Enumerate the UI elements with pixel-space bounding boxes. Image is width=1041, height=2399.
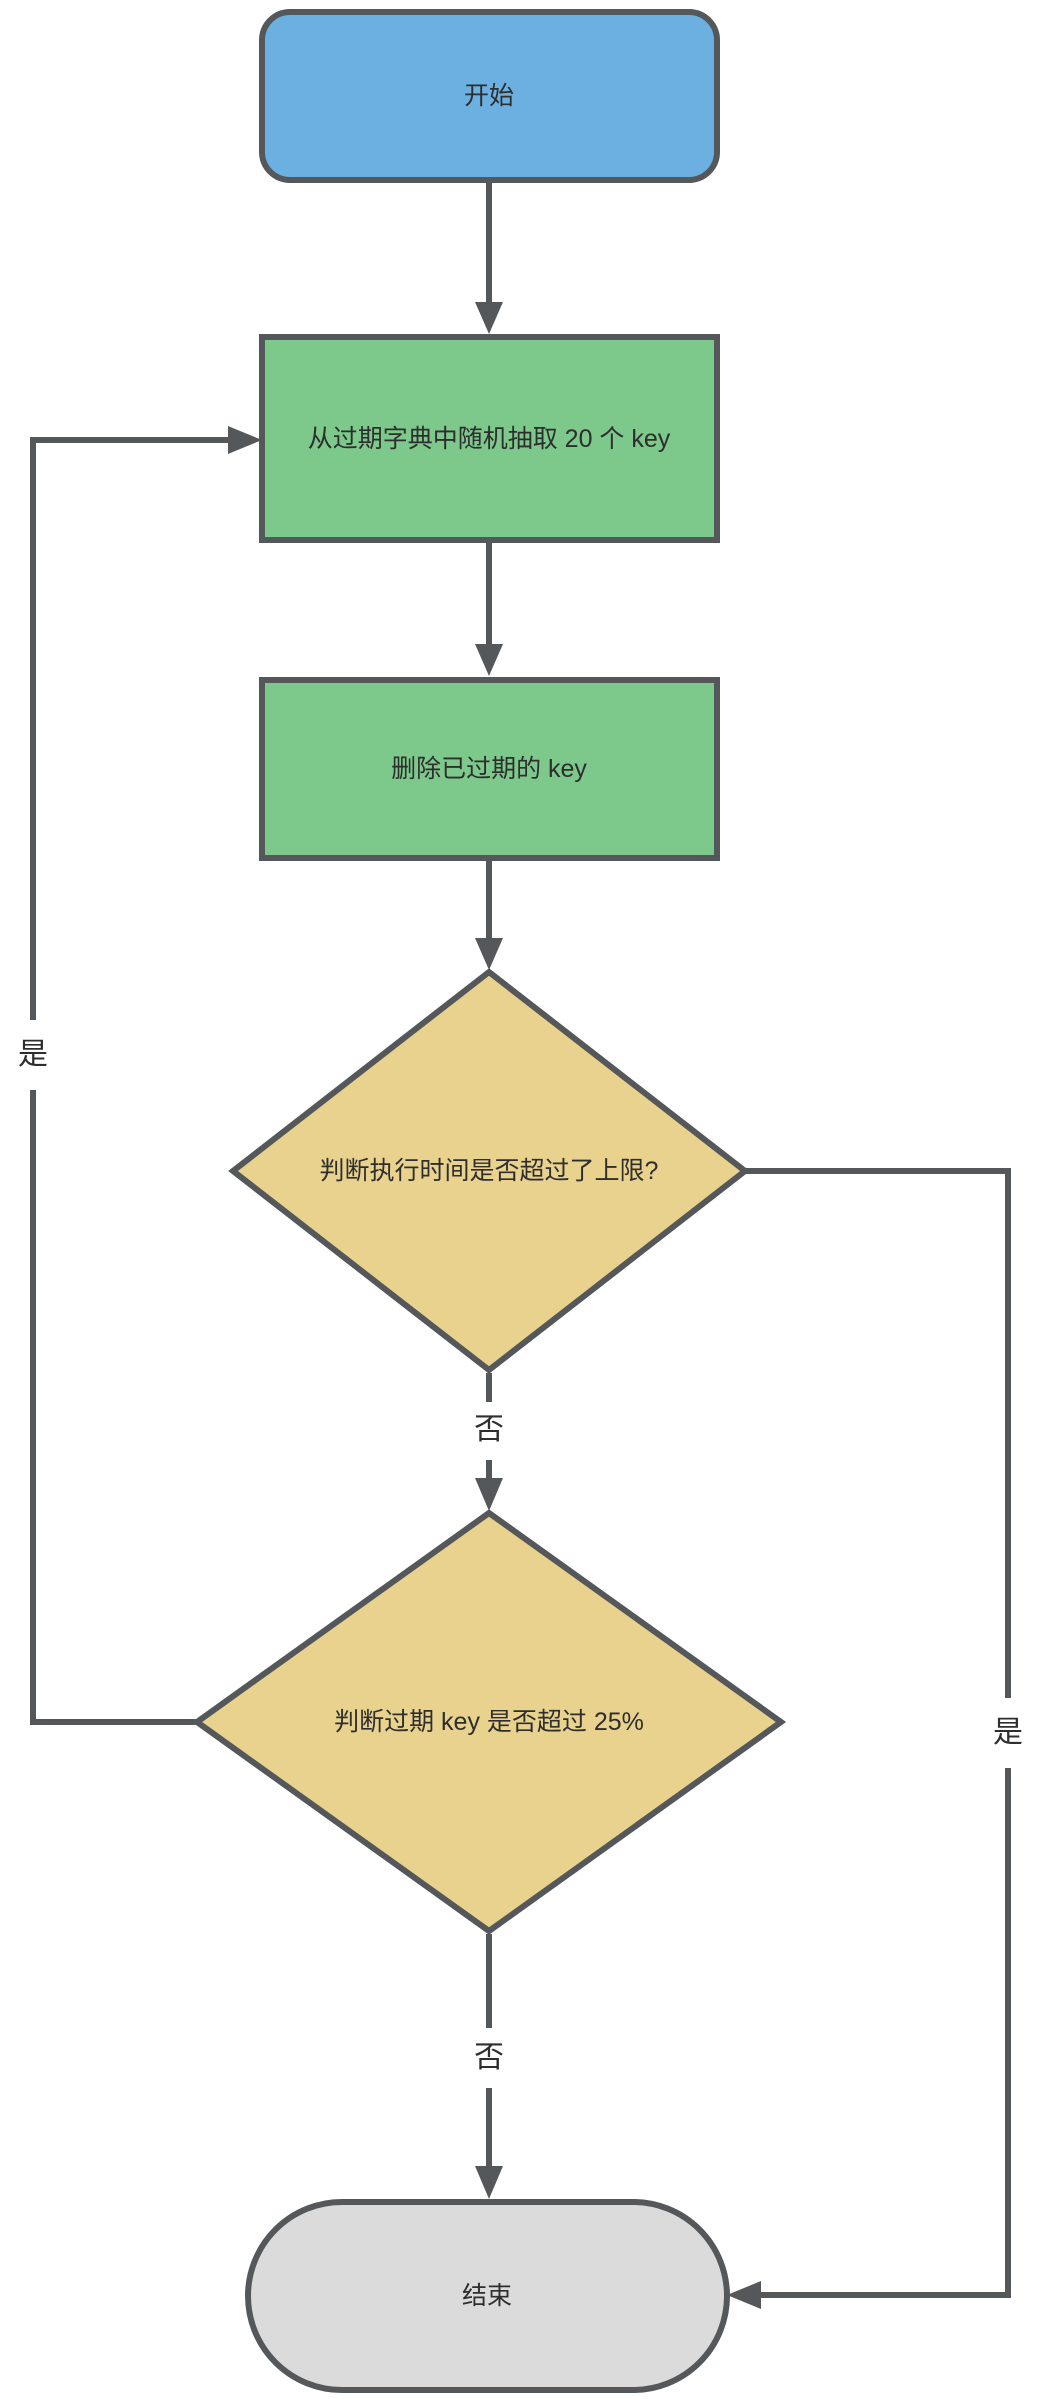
check-time-decision-label: 判断执行时间是否超过了上限?	[319, 1157, 659, 1185]
edge-check-ratio-yes-lower	[30, 1090, 197, 1725]
end-node-label: 结束	[461, 2282, 513, 2310]
start-node-label: 开始	[463, 82, 515, 110]
label-yes-left-loop: 是	[18, 1038, 48, 1071]
end-node-shape	[245, 2199, 730, 2393]
check-ratio-decision-label: 判断过期 key 是否超过 25%	[334, 1708, 644, 1736]
label-no-after-check-time: 否	[474, 1413, 504, 1446]
sample-keys-node-label: 从过期字典中随机抽取 20 个 key	[307, 425, 671, 453]
arrowheads	[228, 302, 761, 2309]
arrowhead-into-delete-top	[475, 644, 503, 676]
arrowhead-into-check-time	[475, 938, 503, 970]
check-ratio-decision-shape	[191, 1509, 787, 1935]
delete-keys-node-shape	[259, 677, 720, 861]
arrowhead-into-check-ratio	[475, 1478, 503, 1511]
arrowhead-into-end-right	[727, 2281, 761, 2309]
label-yes-right-branch: 是	[993, 1716, 1023, 1749]
edge-check-ratio-yes-upper	[30, 437, 230, 1020]
sample-keys-node-shape	[259, 334, 720, 543]
arrowhead-into-sample-top	[475, 302, 503, 334]
edge-check-time-yes-lower	[759, 1768, 1011, 2298]
delete-keys-node-label: 删除已过期的 key	[391, 755, 587, 783]
label-no-after-check-ratio: 否	[474, 2041, 504, 2074]
check-time-decision-shape	[228, 968, 750, 1374]
edge-check-time-yes-upper	[745, 1168, 1011, 1698]
node-shapes	[191, 9, 787, 2393]
arrowhead-into-sample-left	[228, 426, 262, 454]
start-node-shape	[259, 9, 720, 183]
arrowhead-into-end-top	[475, 2166, 503, 2199]
edge-lines	[30, 180, 1011, 2298]
